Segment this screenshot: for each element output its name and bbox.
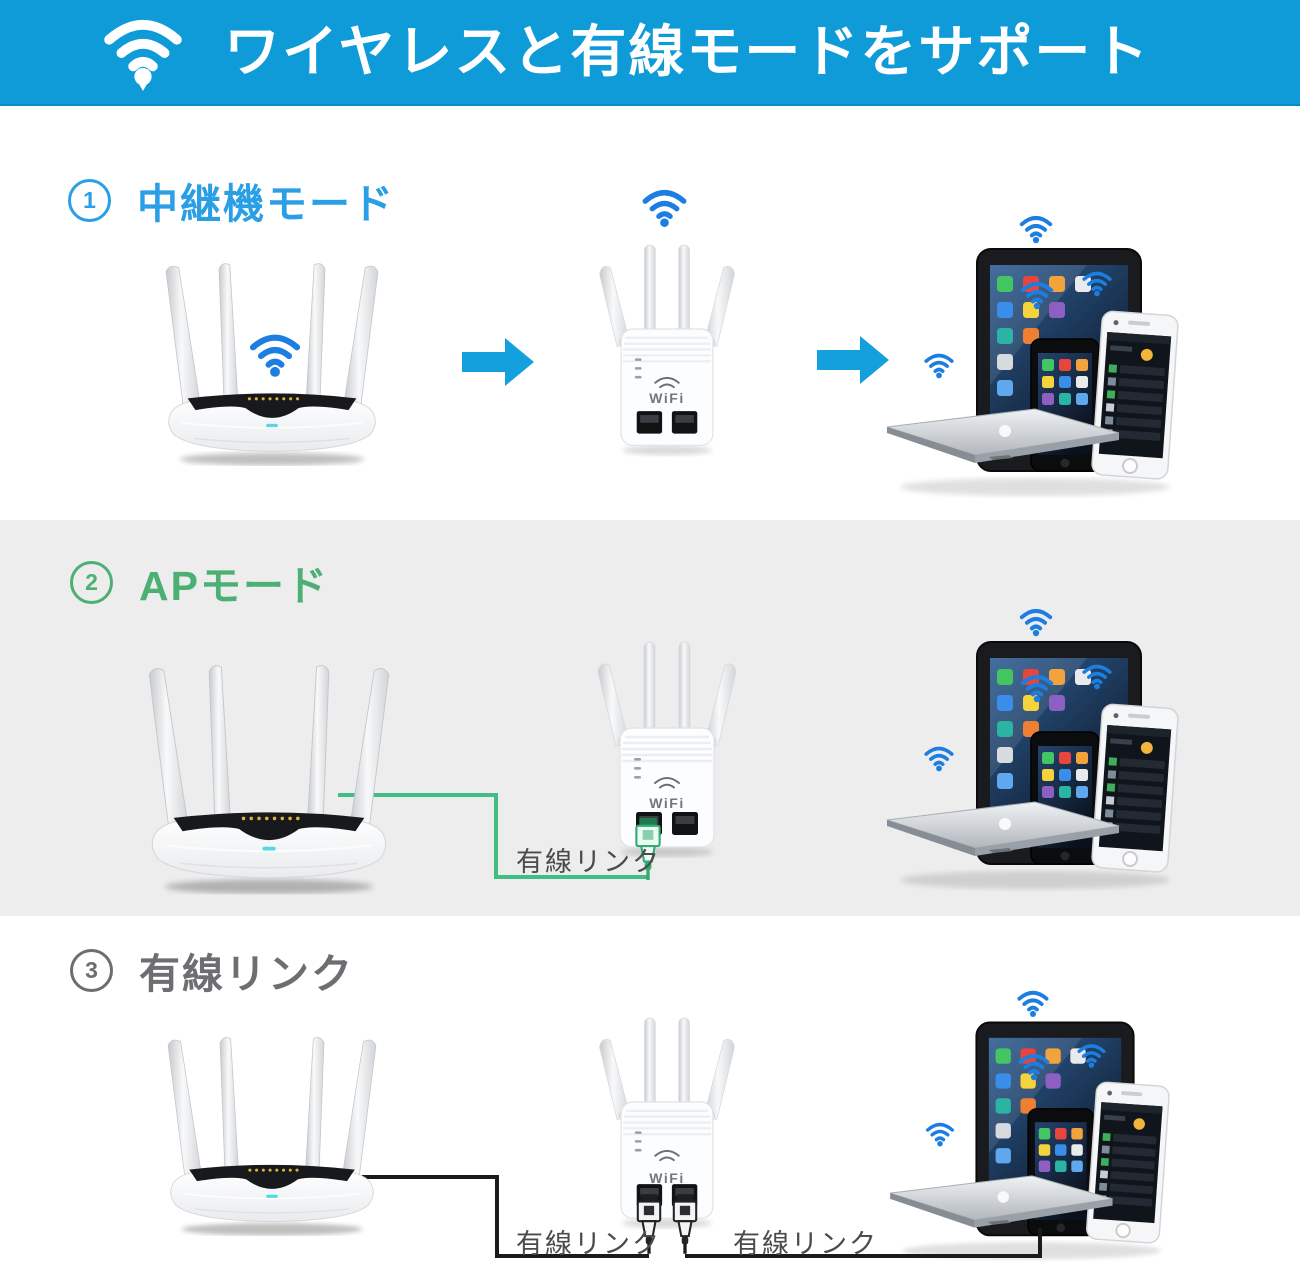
wifi-icon xyxy=(641,186,688,228)
arrow-right-icon xyxy=(462,336,536,388)
client-devices xyxy=(882,988,1182,1262)
wired-link-label: 有線リンク xyxy=(516,847,661,877)
wifi-router xyxy=(152,1034,392,1236)
ethernet-plug-black xyxy=(671,1192,699,1256)
page-title: ワイヤレスと有線モードをサポート xyxy=(224,20,1151,83)
section-number-badge: 2 xyxy=(70,560,113,604)
header-banner: ワイヤレスと有線モードをサポート xyxy=(0,0,1300,106)
wired-link-label: 有線リンク xyxy=(733,1229,878,1259)
wifi-icon xyxy=(102,13,184,91)
section-title: 中継機モード xyxy=(137,181,395,227)
extender-wifi-logo: WiFi xyxy=(649,390,685,406)
section-number-badge: 3 xyxy=(70,948,113,992)
extender-wifi-logo: WiFi xyxy=(649,795,685,811)
section-heading-wired-link: 3 有線リンク xyxy=(70,940,354,1000)
section-heading-repeater-mode: 1 中継機モード xyxy=(68,170,395,230)
wifi-router xyxy=(152,260,392,466)
arrow-right-icon xyxy=(817,334,891,386)
section-title: 有線リンク xyxy=(139,951,354,997)
client-devices xyxy=(885,602,1185,900)
wifi-extender xyxy=(592,243,742,458)
wired-link-label: 有線リンク xyxy=(516,1229,661,1259)
section-title: APモード xyxy=(139,563,329,609)
wifi-extender xyxy=(592,640,742,860)
wifi-extender xyxy=(592,1016,742,1231)
wifi-router xyxy=(136,658,402,898)
client-devices xyxy=(885,212,1185,504)
section-number-badge: 1 xyxy=(68,178,111,222)
extender-wifi-logo: WiFi xyxy=(649,1170,685,1186)
section-heading-ap-mode: 2 APモード xyxy=(70,552,329,612)
